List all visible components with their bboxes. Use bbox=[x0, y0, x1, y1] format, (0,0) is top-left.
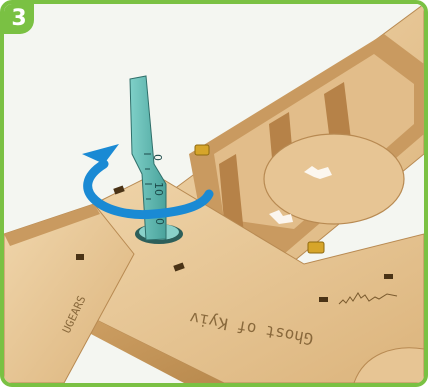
yellow-peg bbox=[195, 145, 209, 155]
step-number-badge: 3 bbox=[4, 4, 34, 34]
slot bbox=[76, 254, 84, 260]
scale-label-0: 0 bbox=[151, 154, 164, 161]
slot bbox=[319, 297, 328, 302]
assembly-illustration: Ghost of Kyiv UGEARS 0 10 20 bbox=[4, 4, 424, 383]
slot bbox=[384, 274, 393, 279]
yellow-peg bbox=[308, 242, 324, 253]
scale-label-10: 10 bbox=[152, 182, 165, 196]
round-disc bbox=[264, 134, 404, 224]
